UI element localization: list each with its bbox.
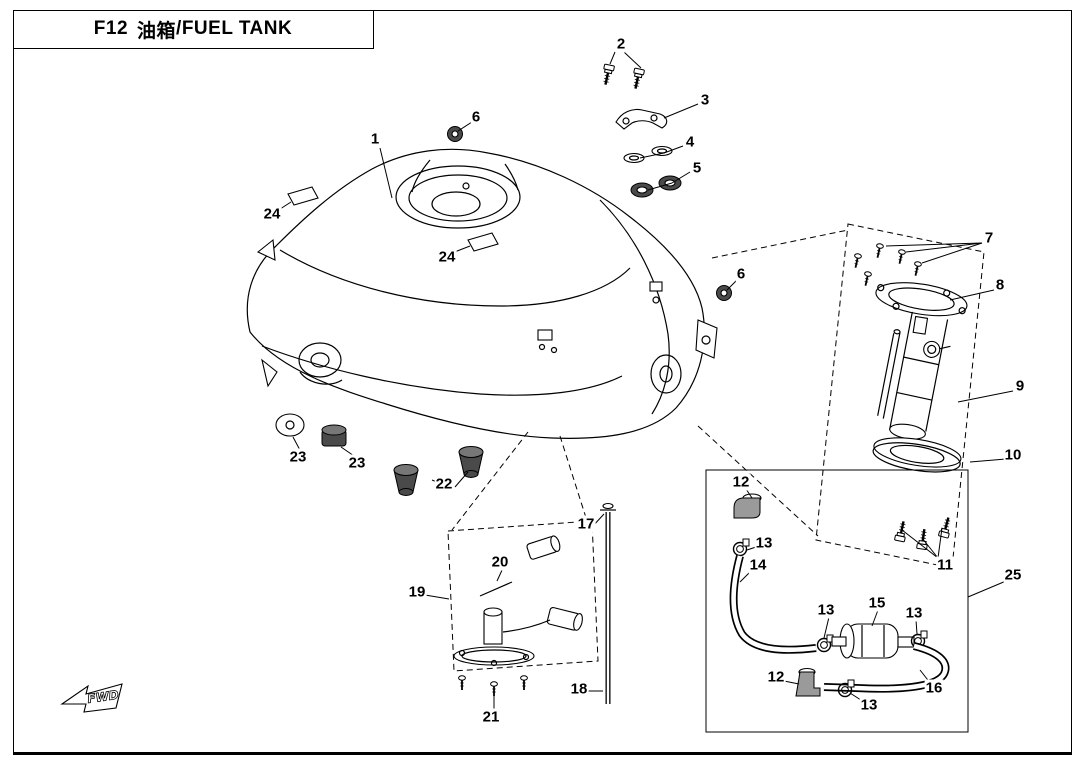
title-chinese: 油箱 <box>137 20 177 42</box>
page-title: F12 油箱/FUEL TANK <box>13 10 374 49</box>
drain-hose <box>600 502 616 704</box>
page-border <box>13 10 1072 755</box>
fuel-sender-assembly <box>453 535 583 697</box>
title-separator: / <box>176 18 182 39</box>
rubber-mounts <box>275 413 484 496</box>
fuel-tank-body <box>246 148 718 439</box>
assembly-boxes <box>447 223 985 733</box>
fwd-direction-arrow: FWD <box>60 683 123 713</box>
leader-lines <box>276 51 1014 712</box>
title-english: FUEL TANK <box>181 18 293 39</box>
fuel-pump-assembly <box>851 242 968 551</box>
section-code: F12 <box>93 18 129 39</box>
fwd-label: FWD <box>86 688 119 706</box>
fuel-line-assembly <box>729 493 950 698</box>
tank-mount-hardware <box>447 62 732 301</box>
